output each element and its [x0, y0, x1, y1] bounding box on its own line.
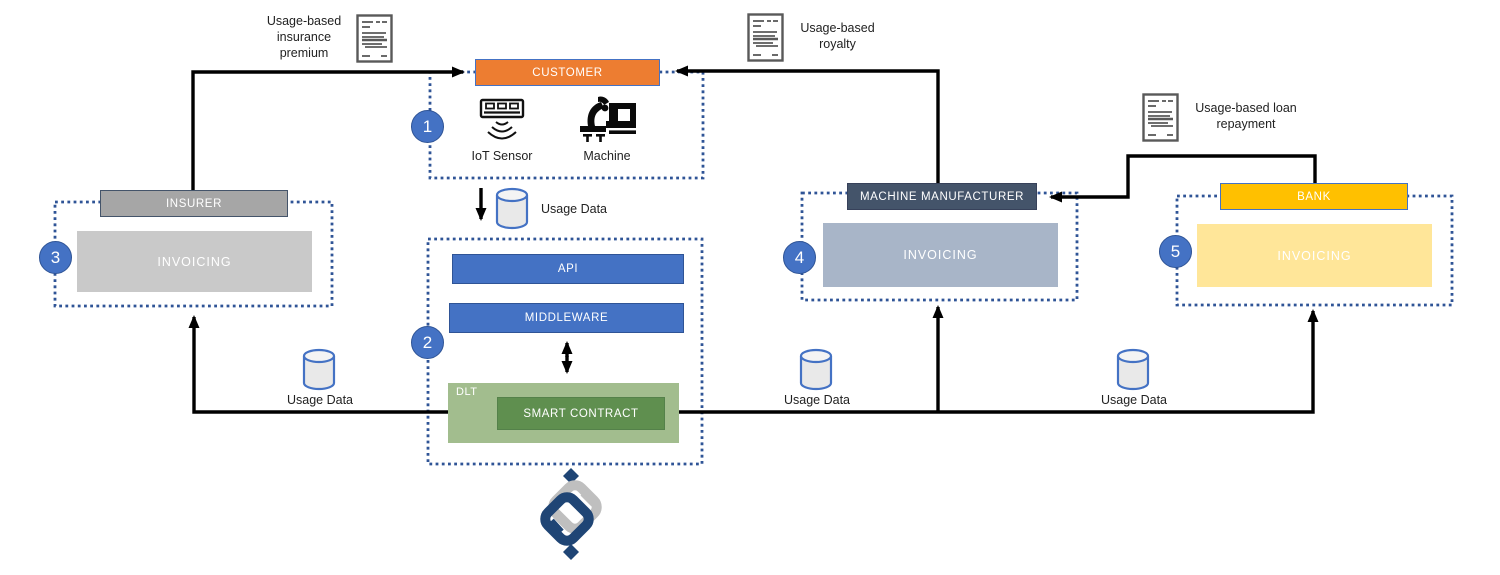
customer-label: CUSTOMER [532, 66, 603, 79]
invoice-document-icon [747, 13, 784, 62]
royalty-flow-label: Usage-based royalty [800, 21, 875, 51]
iot-sensor-icon [479, 98, 525, 140]
smart-contract-box: SMART CONTRACT [497, 397, 665, 430]
step-2-number: 2 [422, 332, 433, 352]
bank-invoicing-box: INVOICING [1197, 224, 1432, 287]
customer-box: CUSTOMER [475, 59, 660, 86]
usage-data-cylinder-icon [495, 187, 529, 230]
knot-logo-icon [540, 468, 602, 560]
step-circle-5: 5 [1159, 235, 1192, 268]
usage-data-label: Usage Data [783, 393, 850, 407]
smart-contract-label: SMART CONTRACT [523, 407, 639, 420]
flow-line-insurance-premium [191, 66, 465, 191]
manufacturer-invoicing-box: INVOICING [823, 223, 1058, 287]
step-circle-3: 3 [39, 241, 72, 274]
bank-invoicing-label: INVOICING [1277, 248, 1352, 263]
manufacturer-label: MACHINE MANUFACTURER [859, 190, 1025, 203]
flow-line-dlt-to-insurer [188, 315, 449, 414]
machine-icon [580, 96, 636, 142]
flow-line-royalty [675, 65, 940, 184]
usage-data-cylinder-icon [302, 348, 336, 391]
api-label: API [557, 263, 579, 275]
step-3-number: 3 [50, 247, 61, 267]
step-circle-1: 1 [411, 110, 444, 143]
api-box: API [452, 254, 684, 284]
manufacturer-invoicing-label: INVOICING [903, 248, 978, 262]
machine-label: Machine [583, 149, 631, 163]
step-1-number: 1 [422, 116, 433, 136]
insurance-premium-flow-label: Usage-based insurance premium [266, 14, 342, 60]
bank-box: BANK [1220, 183, 1408, 210]
flow-line-dlt-to-bank [678, 309, 1319, 414]
step-circle-4: 4 [783, 241, 816, 274]
usage-data-label: Usage Data [541, 202, 608, 216]
usage-data-label: Usage Data [1100, 393, 1167, 407]
step-5-number: 5 [1170, 241, 1181, 261]
middleware-box: MIDDLEWARE [449, 303, 684, 333]
platform-group-border [426, 237, 704, 466]
usage-data-cylinder-icon [1116, 348, 1150, 391]
dlt-label: DLT [456, 386, 478, 398]
loan-repayment-flow-label: Usage-based loan repayment [1195, 101, 1297, 131]
manufacturer-box: MACHINE MANUFACTURER [847, 183, 1037, 210]
dlt-box: DLT SMART CONTRACT [448, 383, 679, 443]
insurer-box: INSURER [100, 190, 288, 217]
usage-data-label: Usage Data [286, 393, 353, 407]
iot-sensor-label: IoT Sensor [471, 149, 533, 163]
insurer-label: INSURER [166, 197, 222, 210]
bank-label: BANK [1297, 190, 1331, 203]
invoice-document-icon [1142, 93, 1179, 142]
step-circle-2: 2 [411, 326, 444, 359]
invoice-document-icon [356, 14, 393, 63]
insurer-invoicing-label: INVOICING [157, 254, 232, 269]
insurer-invoicing-box: INVOICING [77, 231, 312, 292]
usage-data-cylinder-icon [799, 348, 833, 391]
flow-line-loan-repayment [1049, 154, 1317, 203]
middleware-label: MIDDLEWARE [524, 312, 609, 324]
step-4-number: 4 [794, 247, 805, 267]
